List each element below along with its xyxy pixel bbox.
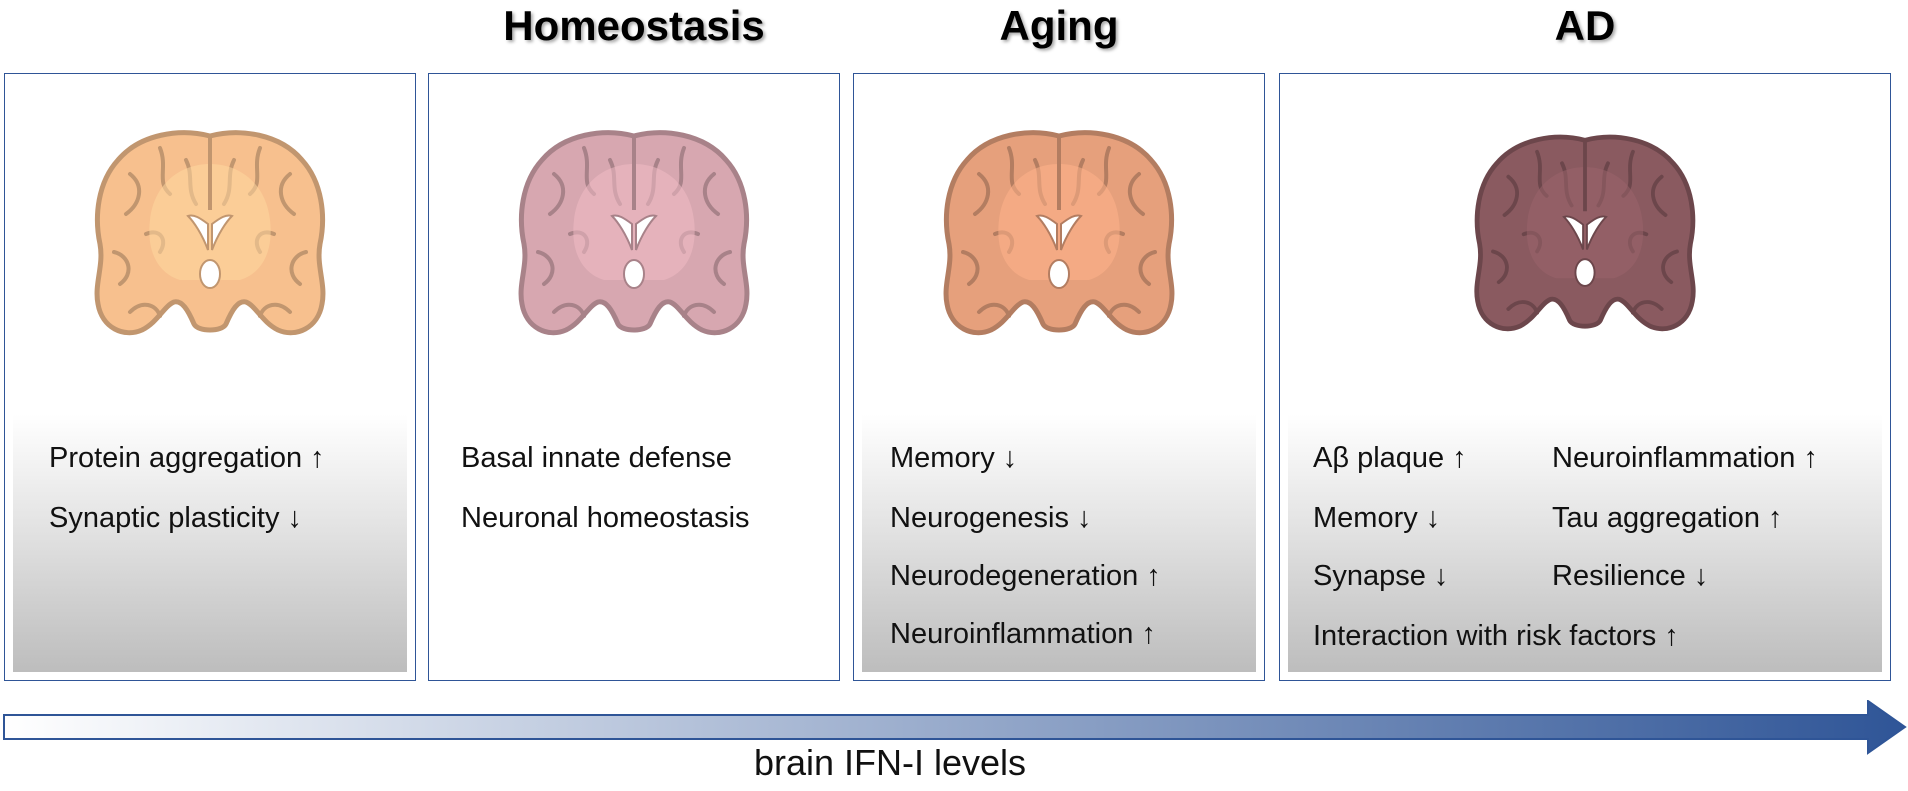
axis-label: brain IFN-I levels: [753, 742, 1027, 783]
heading-ad: AD: [1554, 2, 1616, 49]
panel-aging: Memory ↓ Neurogenesis ↓ Neurodegeneratio…: [853, 73, 1265, 681]
panel-gradient: [862, 414, 1256, 672]
text-line: Neurodegeneration ↑: [890, 560, 1161, 592]
text-line: Aβ plaque ↑: [1313, 442, 1467, 474]
text-line: Basal innate defense: [461, 442, 732, 474]
brain-ad: [1280, 124, 1890, 354]
heading-aging: Aging: [999, 2, 1119, 49]
panel-homeostasis: Basal innate defense Neuronal homeostasi…: [428, 73, 840, 681]
text-line: Protein aggregation ↑: [49, 442, 325, 474]
text-line: Interaction with risk factors ↑: [1313, 620, 1679, 652]
text-line: Synapse ↓: [1313, 560, 1449, 592]
text-line: Neuronal homeostasis: [461, 502, 750, 534]
brain-coronal-icon: [94, 130, 326, 336]
text-line: Synaptic plasticity ↓: [49, 502, 303, 534]
brain-homeostasis: [429, 124, 839, 354]
brain-young: [5, 124, 415, 354]
brain-aging: [854, 124, 1264, 354]
heading-homeostasis: Homeostasis: [503, 2, 765, 49]
text-line: Neuroinflammation ↑: [1552, 442, 1818, 474]
text-line: Memory ↓: [890, 442, 1018, 474]
text-line: Memory ↓: [1313, 502, 1441, 534]
ifn-gradient-arrow: [3, 700, 1907, 755]
brain-coronal-icon: [518, 130, 750, 336]
text-line: Tau aggregation ↑: [1552, 502, 1783, 534]
panel-gradient: [13, 414, 407, 672]
text-line: Resilience ↓: [1552, 560, 1709, 592]
panel-young: Protein aggregation ↑ Synaptic plasticit…: [4, 73, 416, 681]
brain-coronal-icon: [943, 130, 1175, 336]
brain-coronal-icon: [1474, 134, 1696, 332]
text-line: Neurogenesis ↓: [890, 502, 1092, 534]
panel-gradient: [1288, 414, 1882, 672]
text-line: Neuroinflammation ↑: [890, 618, 1156, 650]
panel-ad: Aβ plaque ↑ Memory ↓ Synapse ↓ Neuroinfl…: [1279, 73, 1891, 681]
